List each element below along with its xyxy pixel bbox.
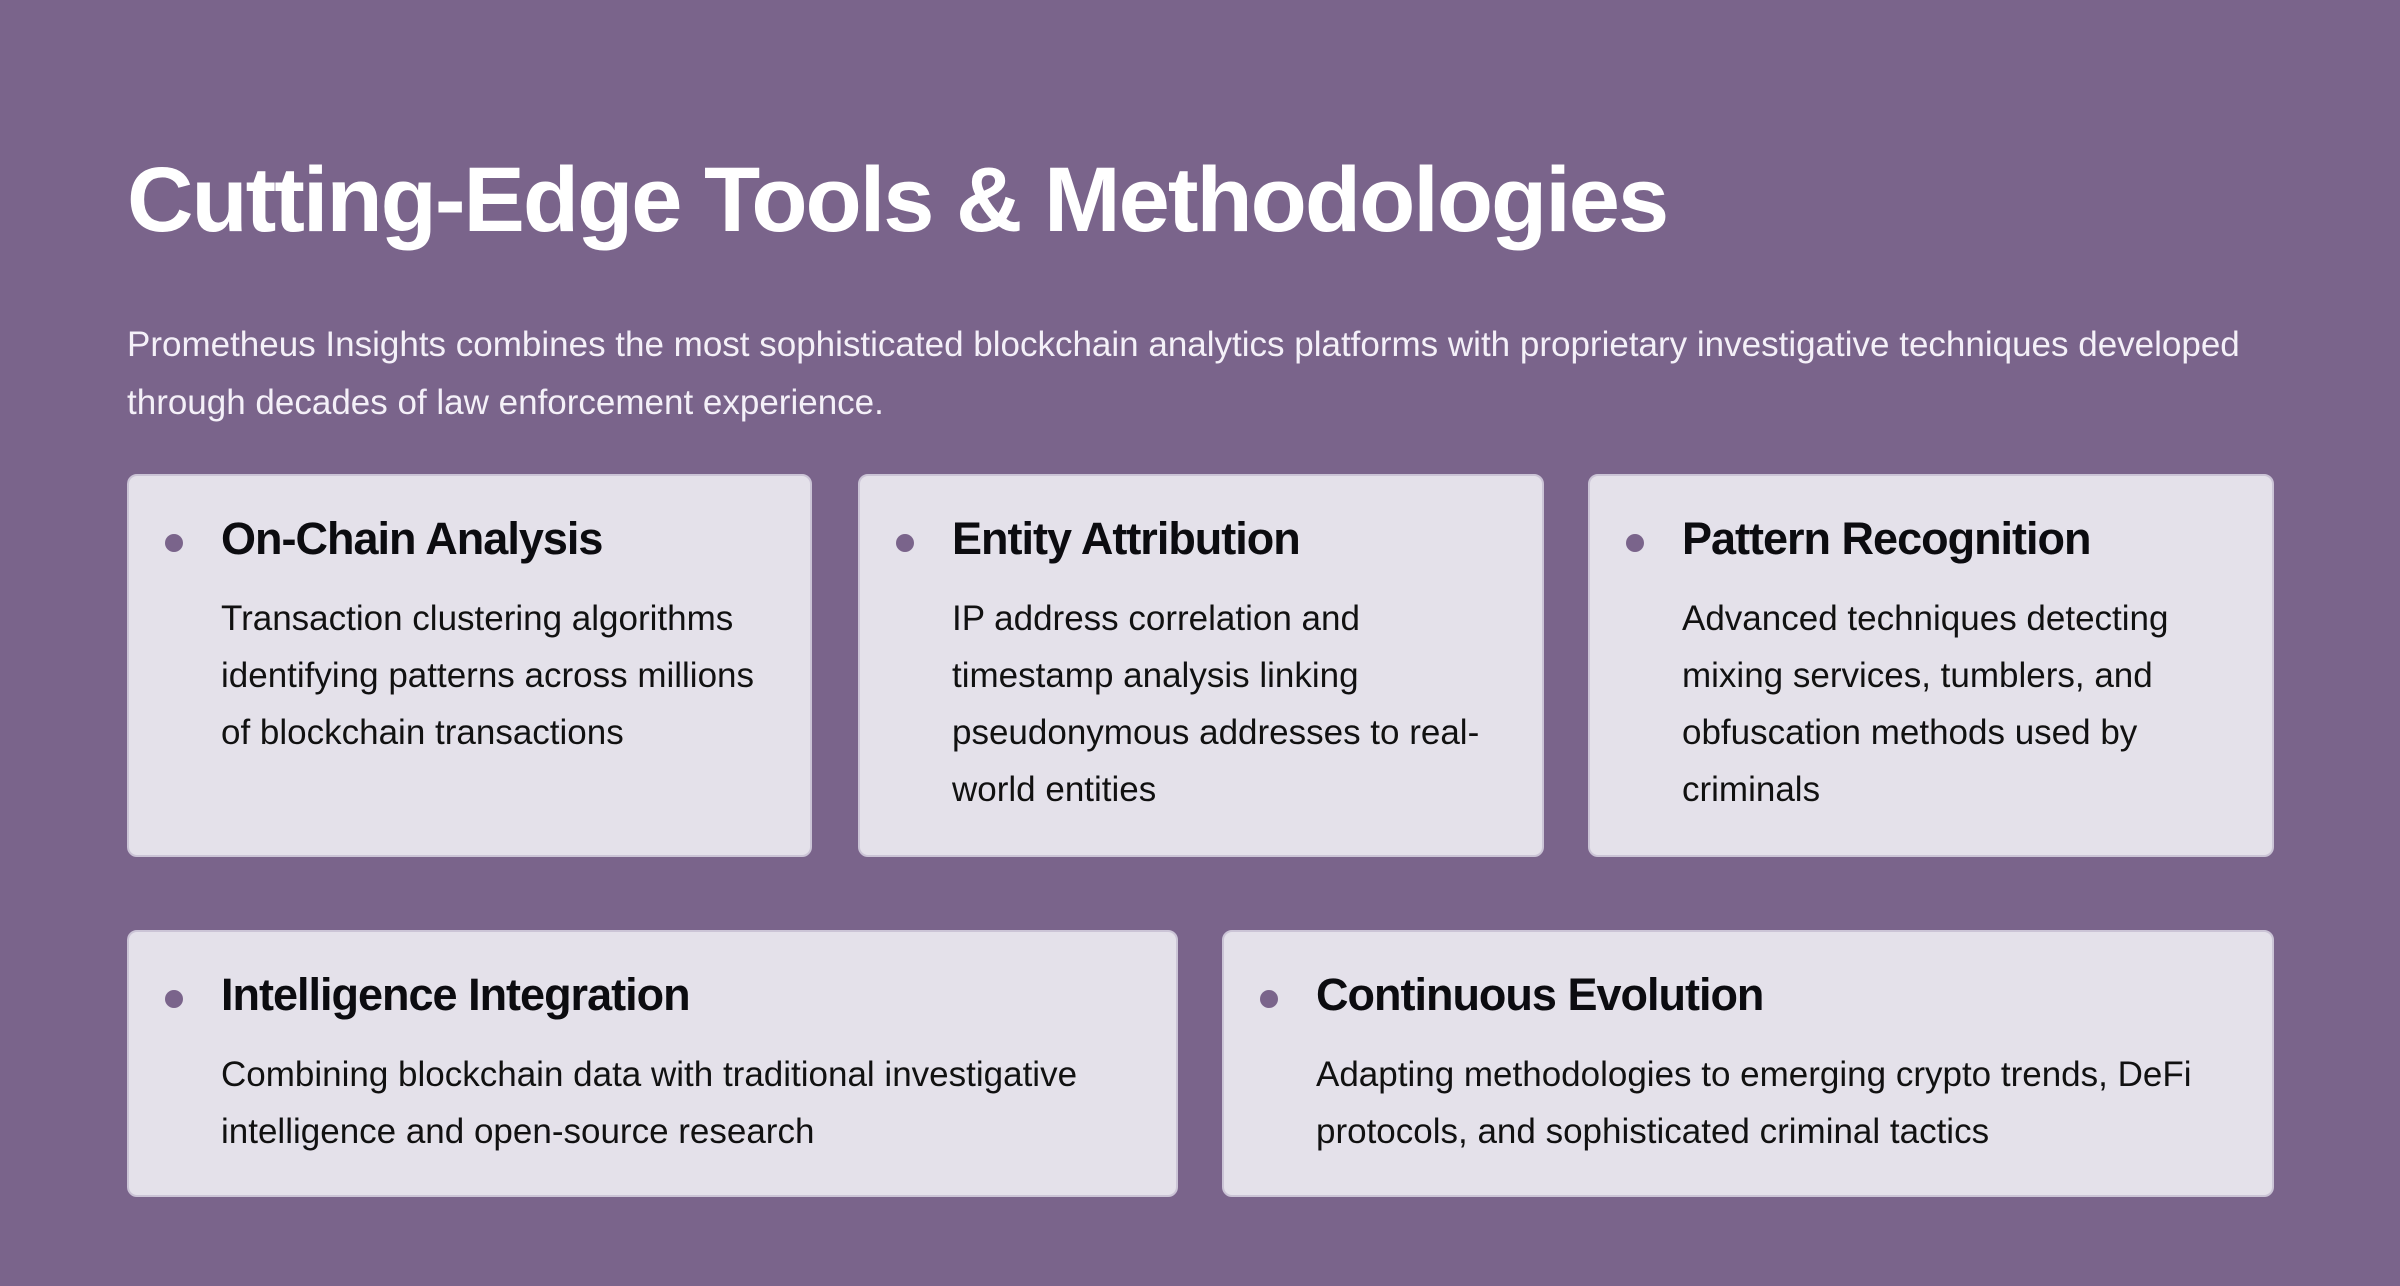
card-entity-attribution: Entity Attribution IP address correlatio… bbox=[858, 474, 1544, 857]
card-body: Combining blockchain data with tradition… bbox=[221, 1055, 1078, 1151]
card-body: Transaction clustering algorithms identi… bbox=[221, 599, 755, 752]
bullet-icon bbox=[165, 990, 183, 1008]
card-pattern-recognition: Pattern Recognition Advanced techniques … bbox=[1588, 474, 2274, 857]
card-intelligence-integration: Intelligence Integration Combining block… bbox=[127, 930, 1178, 1197]
card-title: Entity Attribution bbox=[952, 513, 1301, 564]
bullet-icon bbox=[896, 534, 914, 552]
bullet-icon bbox=[165, 534, 183, 552]
card-body: IP address correlation and timestamp ana… bbox=[952, 599, 1480, 809]
card-body: Advanced techniques detecting mixing ser… bbox=[1682, 599, 2169, 809]
intro-paragraph: Prometheus Insights combines the most so… bbox=[127, 325, 2240, 422]
page-title: Cutting-Edge Tools & Methodologies bbox=[127, 149, 1669, 251]
card-title: Intelligence Integration bbox=[221, 969, 691, 1020]
card-continuous-evolution: Continuous Evolution Adapting methodolog… bbox=[1222, 930, 2274, 1197]
card-on-chain-analysis: On-Chain Analysis Transaction clustering… bbox=[127, 474, 812, 857]
bullet-icon bbox=[1260, 990, 1278, 1008]
bullet-icon bbox=[1626, 534, 1644, 552]
card-title: Continuous Evolution bbox=[1316, 969, 1764, 1020]
card-title: On-Chain Analysis bbox=[221, 513, 603, 564]
card-body: Adapting methodologies to emerging crypt… bbox=[1316, 1055, 2192, 1151]
card-title: Pattern Recognition bbox=[1682, 513, 2092, 564]
